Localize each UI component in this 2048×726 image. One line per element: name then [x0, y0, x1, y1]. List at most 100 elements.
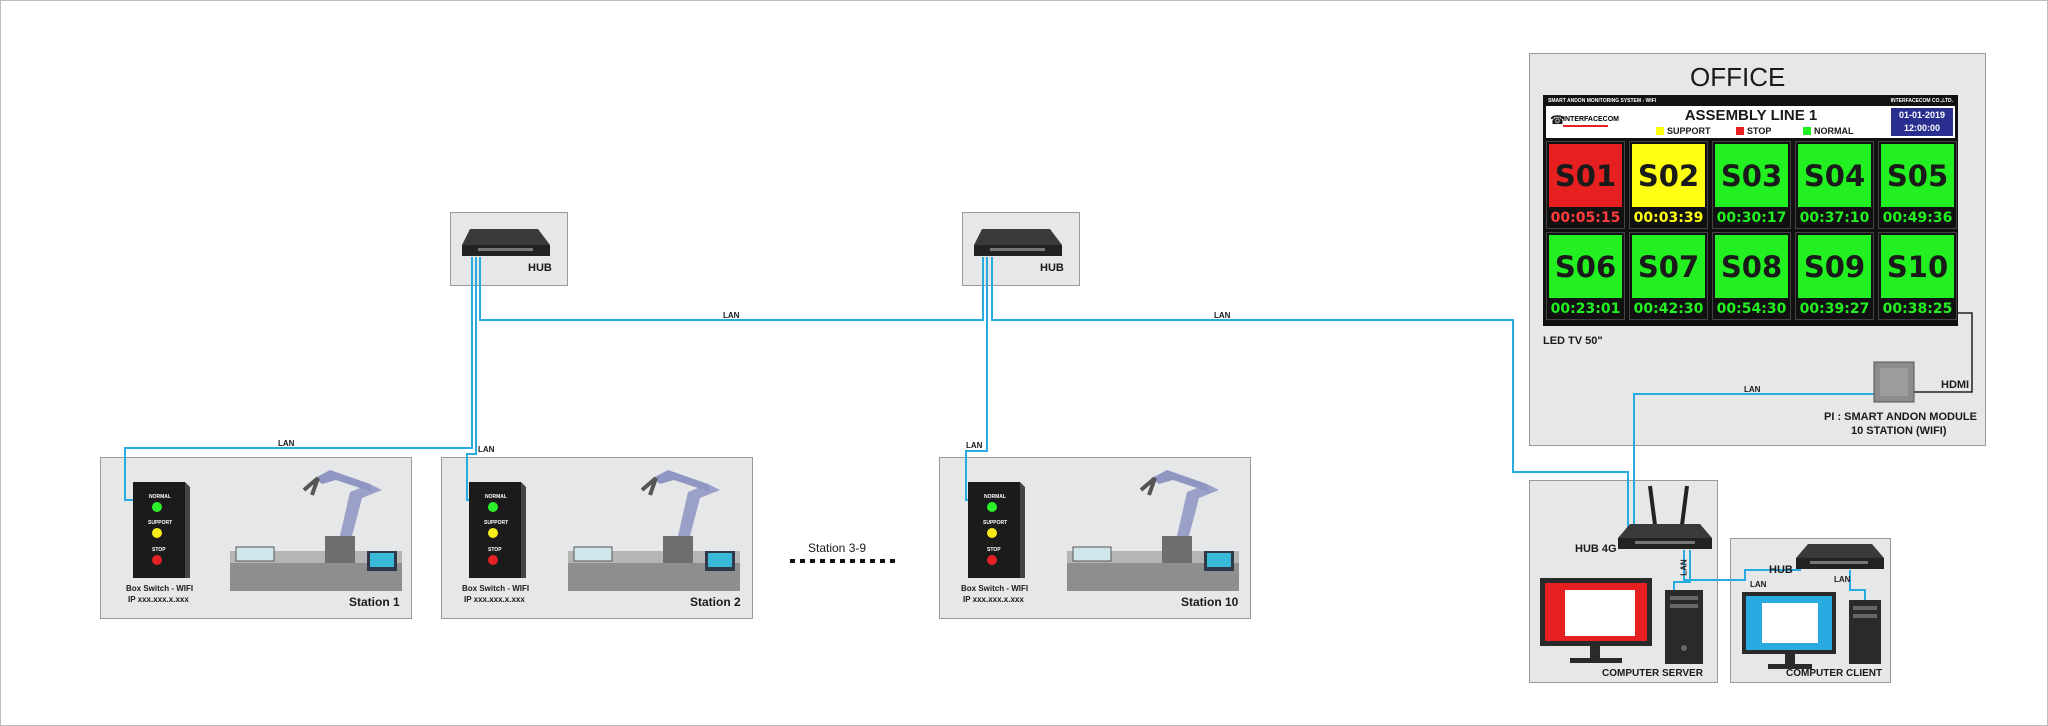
station-tile-timer: 00:30:17	[1713, 208, 1790, 228]
hub-4g-device	[1618, 485, 1712, 549]
station-tile-id: S10	[1881, 235, 1954, 298]
hub-device-2	[974, 229, 1062, 256]
box10-support-label: SUPPORT	[983, 520, 1008, 526]
computer-server-label: COMPUTER SERVER	[1602, 668, 1703, 679]
station-tile-timer: 00:37:10	[1796, 208, 1873, 228]
station-tile-id: S07	[1632, 235, 1705, 298]
station-tile-id: S05	[1881, 144, 1954, 207]
legend-stop: STOP	[1736, 126, 1771, 136]
dashboard-system-name: SMART ANDON MONITORING SYSTEM - WIFI	[1548, 98, 1657, 104]
box1-normal-label: NORMAL	[149, 494, 171, 500]
pi-module-label-2: 10 STATION (WIFI)	[1851, 425, 1947, 437]
station-tile-id: S04	[1798, 144, 1871, 207]
control-box-2	[469, 482, 526, 578]
box1-support-label: SUPPORT	[148, 520, 173, 526]
normal-swatch	[1803, 127, 1811, 135]
station2-name: Station 2	[690, 595, 741, 609]
pi-module-device	[1873, 361, 1915, 403]
robot-station-1	[230, 470, 402, 591]
logo-text: INTERFACECOM	[1563, 116, 1619, 123]
station10-ip: IP xxx.xxx.x.xxx	[963, 595, 1024, 604]
dashboard-title: ASSEMBLY LINE 1	[1684, 107, 1818, 124]
station2-ip: IP xxx.xxx.x.xxx	[464, 595, 525, 604]
station2-box-label: Box Switch - WIFI	[462, 584, 530, 593]
dashboard-company: INTERFACECOM CO.,LTD.	[1890, 98, 1953, 104]
station-tile-timer: 00:42:30	[1630, 299, 1707, 319]
station-tile-timer: 00:38:25	[1879, 299, 1956, 319]
client-hub-device	[1796, 544, 1884, 569]
station10-name: Station 10	[1181, 595, 1239, 609]
station-tile-timer: 00:03:39	[1630, 208, 1707, 228]
box10-stop-label: STOP	[987, 547, 1001, 553]
station10-box-label: Box Switch - WIFI	[961, 584, 1029, 593]
support-swatch	[1656, 127, 1664, 135]
station1-box-label: Box Switch - WIFI	[126, 584, 194, 593]
dashboard-topbar: SMART ANDON MONITORING SYSTEM - WIFI INT…	[1546, 98, 1955, 105]
lan-label-pi-module: LAN	[1744, 385, 1761, 394]
robot-station-10	[1067, 470, 1239, 591]
station-tile-timer: 00:49:36	[1879, 208, 1956, 228]
lan-label-client-b: LAN	[1834, 575, 1851, 584]
station-gap-label: Station 3-9	[808, 541, 867, 555]
led-tv-dashboard: SMART ANDON MONITORING SYSTEM - WIFI INT…	[1543, 95, 1958, 326]
lan-label-server: LAN	[1679, 559, 1689, 576]
lan-label-hub1-hub2: LAN	[723, 311, 740, 320]
computer-client-label: COMPUTER CLIENT	[1786, 668, 1883, 679]
company-logo: ☎ INTERFACECOM	[1550, 110, 1619, 134]
hub-device-1	[462, 229, 550, 256]
robot-station-2	[568, 470, 740, 591]
lan-label-station2: LAN	[478, 445, 495, 454]
legend-normal: NORMAL	[1803, 126, 1854, 136]
lan-label-hub2-office: LAN	[1214, 311, 1231, 320]
dashboard-header: ☎ INTERFACECOM ASSEMBLY LINE 1 SUPPORT S…	[1546, 106, 1955, 138]
station-tile-timer: 00:39:27	[1796, 299, 1873, 319]
lan-label-client-a: LAN	[1750, 580, 1767, 589]
box2-support-label: SUPPORT	[484, 520, 509, 526]
hub-label-1: HUB	[528, 262, 552, 274]
station-tile-timer: 00:05:15	[1547, 208, 1624, 228]
hdmi-cable	[1914, 312, 1973, 393]
station-tile-timer: 00:23:01	[1547, 299, 1624, 319]
pi-module-label-1: PI : SMART ANDON MODULE	[1824, 411, 1977, 423]
control-box-10	[968, 482, 1025, 578]
station-tile-id: S09	[1798, 235, 1871, 298]
dashboard-datetime: 01-01-2019 12:00:00	[1891, 108, 1953, 136]
computer-server-pc	[1540, 578, 1703, 664]
hub-4g-label: HUB 4G	[1575, 543, 1617, 555]
box10-normal-label: NORMAL	[984, 494, 1006, 500]
hdmi-label: HDMI	[1941, 379, 1970, 391]
hub-label-2: HUB	[1040, 262, 1064, 274]
lan-label-station10: LAN	[966, 441, 983, 450]
legend-support: SUPPORT	[1656, 126, 1711, 136]
station-tile-timer: 00:54:30	[1713, 299, 1790, 319]
control-box-1	[133, 482, 190, 578]
station-tile-id: S06	[1549, 235, 1622, 298]
box2-normal-label: NORMAL	[485, 494, 507, 500]
box1-stop-label: STOP	[152, 547, 166, 553]
client-hub-label: HUB	[1769, 564, 1793, 576]
phone-icon: ☎	[1550, 113, 1565, 127]
office-title: OFFICE	[1690, 62, 1786, 92]
stop-swatch	[1736, 127, 1744, 135]
station-tile-id: S01	[1549, 144, 1622, 207]
station-tile-id: S02	[1632, 144, 1705, 207]
box2-stop-label: STOP	[488, 547, 502, 553]
station-tile-id: S03	[1715, 144, 1788, 207]
station1-ip: IP xxx.xxx.x.xxx	[128, 595, 189, 604]
lan-label-station1: LAN	[278, 439, 295, 448]
computer-client-pc	[1742, 592, 1881, 669]
tv-label: LED TV 50"	[1543, 335, 1603, 347]
station-tile-id: S08	[1715, 235, 1788, 298]
station1-name: Station 1	[349, 595, 400, 609]
